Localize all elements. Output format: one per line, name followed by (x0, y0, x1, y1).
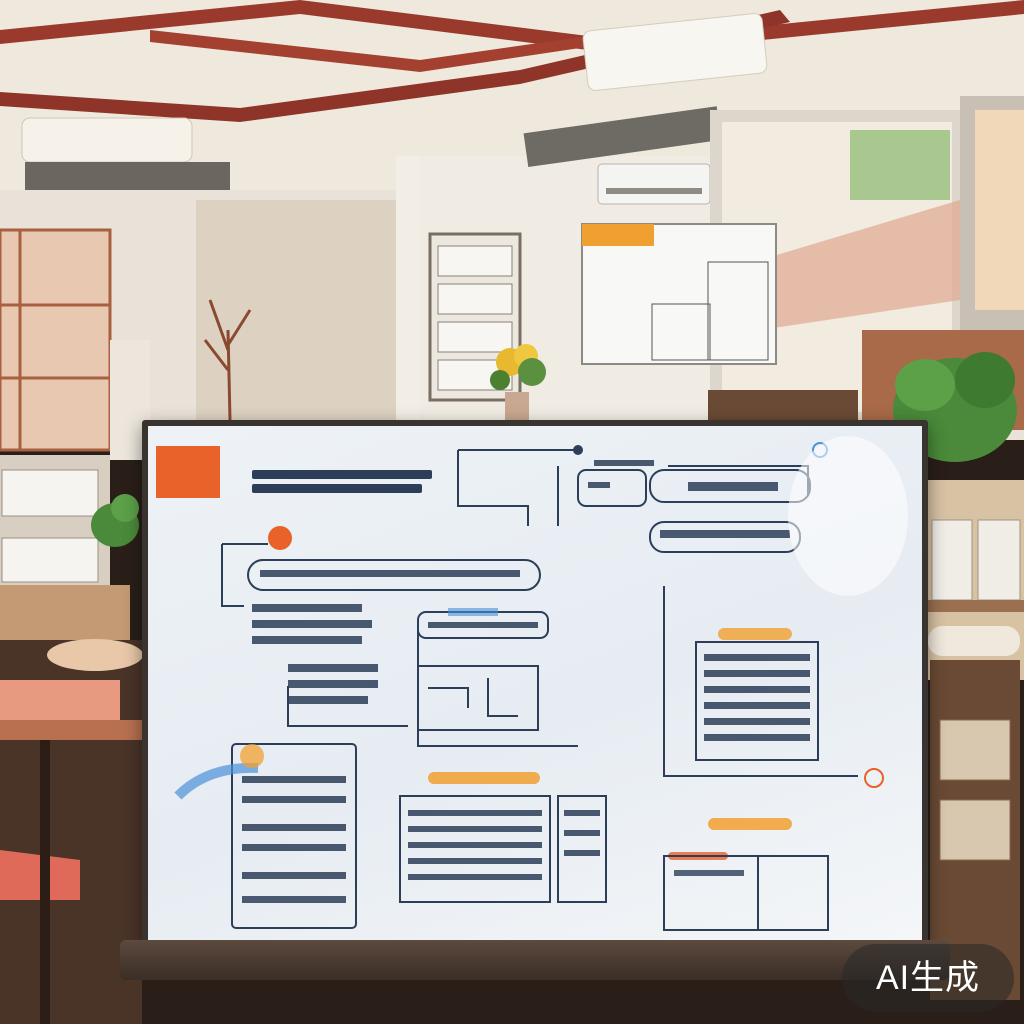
ai-generated-watermark: AI生成 (842, 944, 1014, 1012)
title-scribble (252, 470, 432, 493)
sketch-table (399, 795, 551, 903)
air-conditioner-icon (597, 163, 711, 205)
whiteboard-diagram (156, 436, 908, 931)
sketch-box (663, 855, 829, 931)
ceiling-lamp-icon (21, 13, 768, 163)
node-marker (268, 526, 292, 550)
process-box (247, 559, 541, 591)
sketch-panel (231, 743, 357, 929)
flower-vase-icon (490, 344, 546, 420)
plant-icon (91, 494, 139, 547)
whiteboard-stand (120, 940, 950, 980)
wall-shelf (0, 228, 112, 452)
whiteboard (142, 420, 928, 946)
orange-tag (156, 446, 220, 498)
sketch-table (695, 641, 819, 761)
ceiling-beam (0, 0, 1024, 54)
ceiling-beam (0, 10, 790, 122)
wall-diagram (581, 223, 777, 365)
sketch-box (417, 665, 539, 731)
